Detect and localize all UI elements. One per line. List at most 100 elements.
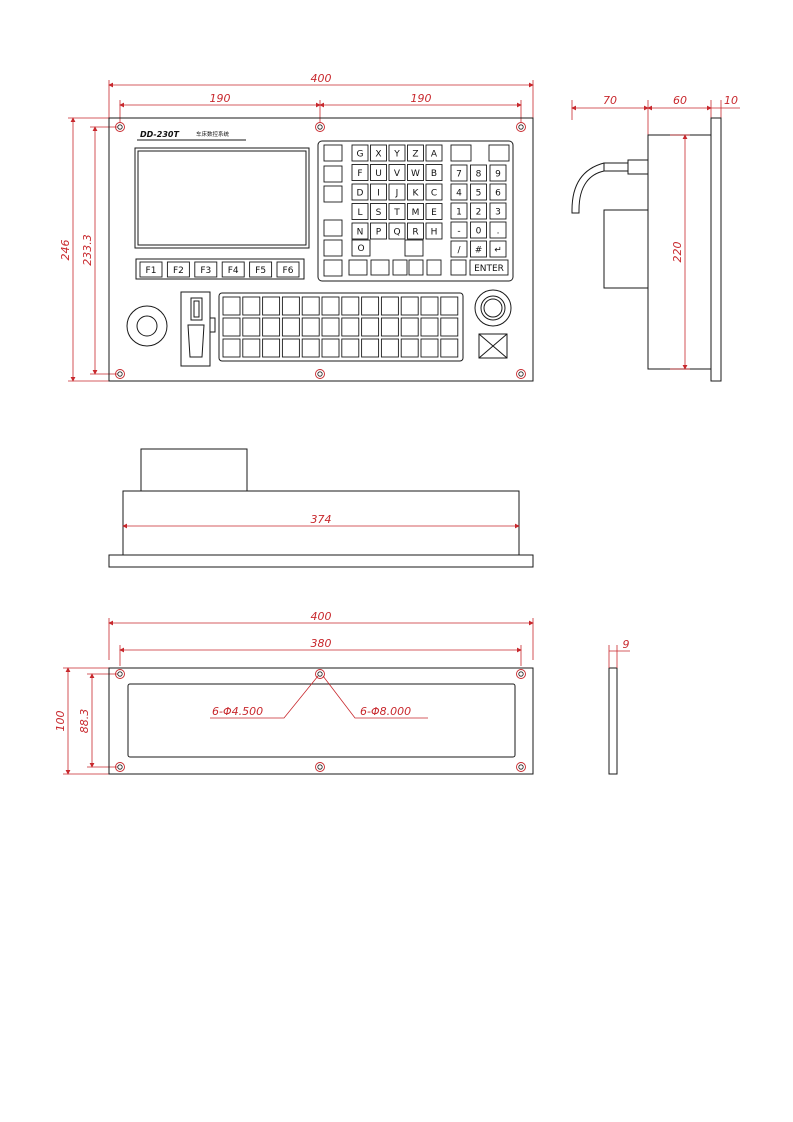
letter-key[interactable]: [351, 183, 369, 201]
operator-key[interactable]: [222, 296, 241, 316]
letter-key-label: R: [412, 228, 418, 238]
letter-key[interactable]: [351, 144, 369, 162]
operator-key[interactable]: [361, 317, 380, 337]
operator-key[interactable]: [242, 338, 261, 358]
enter-key[interactable]: [469, 259, 509, 276]
letter-key[interactable]: [370, 222, 387, 240]
number-key[interactable]: [450, 221, 468, 239]
operator-key[interactable]: [440, 317, 459, 337]
operator-key[interactable]: [262, 296, 281, 316]
operator-key[interactable]: [301, 338, 320, 358]
function-keys-left: [323, 144, 343, 277]
letter-key[interactable]: [370, 203, 387, 220]
cursor-down-key[interactable]: [408, 259, 424, 276]
operator-key[interactable]: [440, 338, 459, 358]
operator-key[interactable]: [420, 338, 439, 358]
operator-key[interactable]: [321, 317, 340, 337]
operator-key[interactable]: [222, 317, 241, 337]
operator-key[interactable]: [262, 317, 281, 337]
letter-key[interactable]: [388, 144, 406, 162]
letter-key[interactable]: [351, 222, 369, 240]
operator-key[interactable]: [222, 338, 241, 358]
operator-key[interactable]: [281, 317, 300, 337]
softkey-2[interactable]: [166, 261, 190, 278]
operator-key[interactable]: [440, 296, 459, 316]
number-key[interactable]: [470, 240, 487, 258]
operator-key[interactable]: [301, 317, 320, 337]
letter-key[interactable]: [425, 164, 443, 181]
operator-key[interactable]: [400, 296, 419, 316]
letter-key[interactable]: [407, 164, 424, 181]
operator-key[interactable]: [321, 296, 340, 316]
number-key[interactable]: [470, 164, 487, 182]
operator-key[interactable]: [420, 317, 439, 337]
operator-key[interactable]: [361, 296, 380, 316]
operator-key[interactable]: [400, 338, 419, 358]
number-key[interactable]: [489, 240, 507, 258]
softkey-6[interactable]: [276, 261, 300, 278]
emergency-stop[interactable]: [478, 333, 508, 359]
letter-key[interactable]: [388, 164, 406, 181]
operator-key[interactable]: [281, 338, 300, 358]
letter-key[interactable]: [351, 164, 369, 181]
operator-key[interactable]: [361, 338, 380, 358]
front-height-outer-dim: 246: [59, 240, 72, 261]
cursor-left-key[interactable]: [392, 259, 408, 276]
letter-key[interactable]: [388, 203, 406, 220]
page-key[interactable]: [348, 259, 368, 276]
letter-key[interactable]: [388, 222, 406, 240]
number-key[interactable]: [489, 202, 507, 220]
cutout-window: [127, 683, 516, 758]
operator-key[interactable]: [242, 296, 261, 316]
operator-key[interactable]: [341, 338, 360, 358]
letter-key[interactable]: [407, 222, 424, 240]
number-key[interactable]: [470, 221, 487, 239]
letter-key[interactable]: [407, 203, 424, 220]
operator-key[interactable]: [281, 296, 300, 316]
operator-key[interactable]: [341, 296, 360, 316]
letter-key[interactable]: [407, 183, 424, 201]
number-key[interactable]: [470, 183, 487, 201]
letter-key[interactable]: [407, 144, 424, 162]
operator-key[interactable]: [242, 317, 261, 337]
number-key[interactable]: [470, 202, 487, 220]
number-key-label: 2: [476, 208, 482, 218]
operator-key[interactable]: [400, 317, 419, 337]
operator-key[interactable]: [262, 338, 281, 358]
operator-key[interactable]: [341, 317, 360, 337]
o-key[interactable]: [351, 239, 371, 257]
letter-key[interactable]: [370, 144, 387, 162]
override-knob[interactable]: [474, 289, 512, 327]
number-key[interactable]: [450, 202, 468, 220]
number-key[interactable]: [489, 221, 507, 239]
handwheel[interactable]: [126, 305, 168, 347]
number-key[interactable]: [450, 240, 468, 258]
shift-key[interactable]: [404, 239, 424, 257]
operator-key[interactable]: [301, 296, 320, 316]
softkey-4[interactable]: [221, 261, 245, 278]
cursor-right-key[interactable]: [426, 259, 442, 276]
number-key[interactable]: [489, 164, 507, 182]
number-key[interactable]: [450, 164, 468, 182]
softkey-1[interactable]: [139, 261, 163, 278]
letter-key[interactable]: [351, 203, 369, 220]
operator-key[interactable]: [380, 338, 399, 358]
letter-key-label: N: [357, 228, 364, 238]
letter-key[interactable]: [370, 183, 387, 201]
softkey-5[interactable]: [249, 261, 273, 278]
letter-key[interactable]: [425, 144, 443, 162]
letter-key[interactable]: [388, 183, 406, 201]
softkey-3[interactable]: [194, 261, 218, 278]
letter-key[interactable]: [425, 222, 443, 240]
letter-key[interactable]: [425, 203, 443, 220]
operator-key[interactable]: [420, 296, 439, 316]
operator-key[interactable]: [380, 317, 399, 337]
letter-key[interactable]: [370, 164, 387, 181]
letter-key-label: Y: [393, 150, 400, 160]
operator-key[interactable]: [321, 338, 340, 358]
number-key[interactable]: [489, 183, 507, 201]
ins-key[interactable]: [370, 259, 390, 276]
letter-key[interactable]: [425, 183, 443, 201]
operator-key[interactable]: [380, 296, 399, 316]
number-key[interactable]: [450, 183, 468, 201]
